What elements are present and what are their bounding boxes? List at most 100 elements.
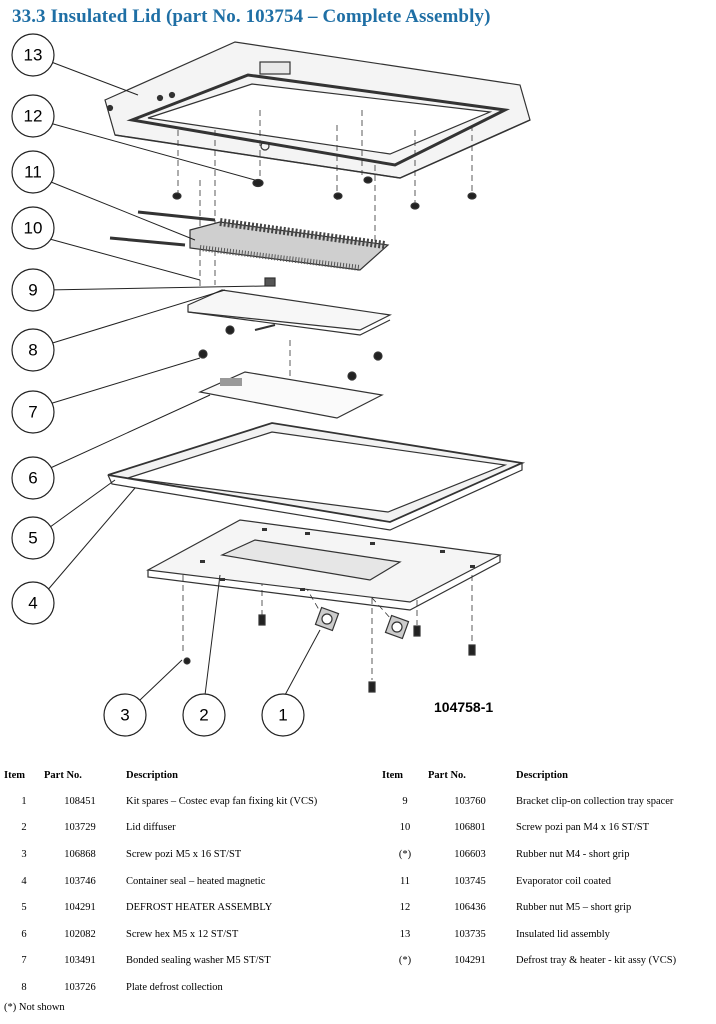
- part-no-cell: 104291: [64, 902, 96, 914]
- part-no-cell: 108451: [64, 795, 96, 807]
- callout-4: [11, 581, 55, 625]
- item-cell: 2: [21, 822, 27, 834]
- callout-label: 9: [28, 281, 37, 300]
- fan-fixing-kit-part: [314, 606, 410, 640]
- description-cell: Rubber nut M5 – short grip: [516, 902, 632, 914]
- page-title: 33.3 Insulated Lid (part No. 103754 – Co…: [12, 6, 491, 27]
- callout-6: [11, 456, 55, 500]
- item-cell: 10: [399, 822, 411, 834]
- column-header: Description: [516, 769, 568, 781]
- item-cell: 5: [21, 902, 27, 914]
- part-no-cell: 102082: [64, 928, 96, 940]
- part-no-cell: 103491: [64, 955, 96, 967]
- table-row: 1 108451 Kit spares – Costec evap fan fi…: [4, 788, 694, 815]
- footnote: (*) Not shown: [4, 1002, 65, 1013]
- description-cell: Insulated lid assembly: [516, 928, 610, 940]
- description-cell: [512, 974, 694, 1001]
- drawing-number: 104758-1: [434, 699, 493, 715]
- part-no-cell: 106868: [64, 848, 96, 860]
- part-no-cell: 104291: [454, 955, 486, 967]
- part-no-cell: 103726: [64, 981, 96, 993]
- description-cell: Screw pozi M5 x 16 ST/ST: [126, 848, 242, 860]
- column-header: Description: [126, 769, 178, 781]
- part-no-cell: 103760: [454, 795, 486, 807]
- defrost-heater-part: [198, 371, 384, 419]
- part-no-cell: [428, 974, 512, 1001]
- container-seal-part: [107, 422, 526, 531]
- item-cell: 8: [21, 981, 27, 993]
- callout-3: [103, 693, 147, 737]
- description-cell: Defrost tray & heater - kit assy (VCS): [516, 955, 677, 967]
- part-no-cell: 106801: [454, 822, 486, 834]
- callout-label: 6: [28, 469, 37, 488]
- part-no-cell: 103729: [64, 822, 96, 834]
- table-row: 4 103746 Container seal – heated magneti…: [4, 868, 694, 895]
- callout-label: 1: [278, 706, 287, 725]
- part-no-cell: 103735: [454, 928, 486, 940]
- item-cell: (*): [398, 848, 412, 860]
- callout-8: [11, 328, 55, 372]
- description-cell: Rubber nut M4 - short grip: [516, 848, 630, 860]
- item-cell: (*): [398, 955, 412, 967]
- description-cell: Screw hex M5 x 12 ST/ST: [126, 928, 239, 940]
- item-cell: 9: [402, 795, 408, 807]
- callout-1: [261, 693, 305, 737]
- part-no-cell: 103746: [64, 875, 96, 887]
- item-cell: 4: [21, 875, 27, 887]
- callout-11: [11, 150, 55, 194]
- column-header: Part No.: [44, 769, 82, 781]
- description-cell: DEFROST HEATER ASSEMBLY: [126, 902, 273, 914]
- callout-label: 5: [28, 529, 37, 548]
- table-row: 7 103491 Bonded sealing washer M5 ST/ST …: [4, 948, 694, 975]
- description-cell: Bracket clip-on collection tray spacer: [516, 795, 674, 807]
- callout-7: [11, 390, 55, 434]
- exploded-assembly-diagram: 13 12 11 10 9 8 7 6 5 4 3 2 1 104758-1: [11, 33, 531, 737]
- table-row: 3 106868 Screw pozi M5 x 16 ST/ST (*) 10…: [4, 841, 694, 868]
- column-header: Item: [4, 769, 25, 781]
- item-cell: 3: [21, 848, 27, 860]
- description-cell: Bonded sealing washer M5 ST/ST: [126, 955, 271, 967]
- part-no-cell: 106436: [454, 902, 486, 914]
- table-header-row: Item Part No. Description Item Part No. …: [4, 762, 694, 788]
- callout-label: 3: [120, 706, 129, 725]
- callout-label: 2: [199, 706, 208, 725]
- description-cell: Container seal – heated magnetic: [126, 875, 266, 887]
- callout-label: 7: [28, 403, 37, 422]
- item-cell: 13: [399, 928, 411, 940]
- callout-label: 8: [28, 341, 37, 360]
- item-cell: 12: [399, 902, 411, 914]
- callout-label: 12: [24, 107, 43, 126]
- item-cell: 1: [21, 795, 27, 807]
- evaporator-coil-part: [109, 210, 390, 271]
- parts-table: Item Part No. Description Item Part No. …: [4, 762, 694, 1001]
- lid-diffuser-part: [146, 519, 502, 611]
- table-row: 8 103726 Plate defrost collection: [4, 974, 694, 1001]
- callout-9: [11, 268, 55, 312]
- part-no-cell: 103745: [454, 875, 486, 887]
- description-cell: Kit spares – Costec evap fan fixing kit …: [126, 795, 318, 807]
- part-no-cell: 106603: [454, 848, 486, 860]
- callout-12: [11, 94, 55, 138]
- callout-2: [182, 693, 226, 737]
- item-cell: [382, 974, 428, 1001]
- description-cell: Lid diffuser: [126, 822, 176, 834]
- callout-label: 11: [24, 163, 42, 182]
- callout-13: [11, 33, 55, 77]
- callout-label: 13: [24, 46, 43, 65]
- insulated-lid-part: [104, 41, 531, 179]
- item-cell: 6: [21, 928, 27, 940]
- callout-10: [11, 206, 55, 250]
- table-row: 2 103729 Lid diffuser 10 106801 Screw po…: [4, 815, 694, 842]
- column-header: Item: [382, 769, 403, 781]
- description-cell: Evaporator coil coated: [516, 875, 612, 887]
- description-cell: Screw pozi pan M4 x 16 ST/ST: [516, 822, 649, 834]
- item-cell: 7: [21, 955, 27, 967]
- item-cell: 11: [399, 875, 411, 887]
- callout-5: [11, 516, 55, 560]
- table-row: 6 102082 Screw hex M5 x 12 ST/ST 13 1037…: [4, 921, 694, 948]
- table-row: 5 104291 DEFROST HEATER ASSEMBLY 12 1064…: [4, 894, 694, 921]
- callout-label: 10: [24, 219, 43, 238]
- description-cell: Plate defrost collection: [126, 981, 223, 993]
- callout-label: 4: [28, 594, 37, 613]
- column-header: Part No.: [428, 769, 466, 781]
